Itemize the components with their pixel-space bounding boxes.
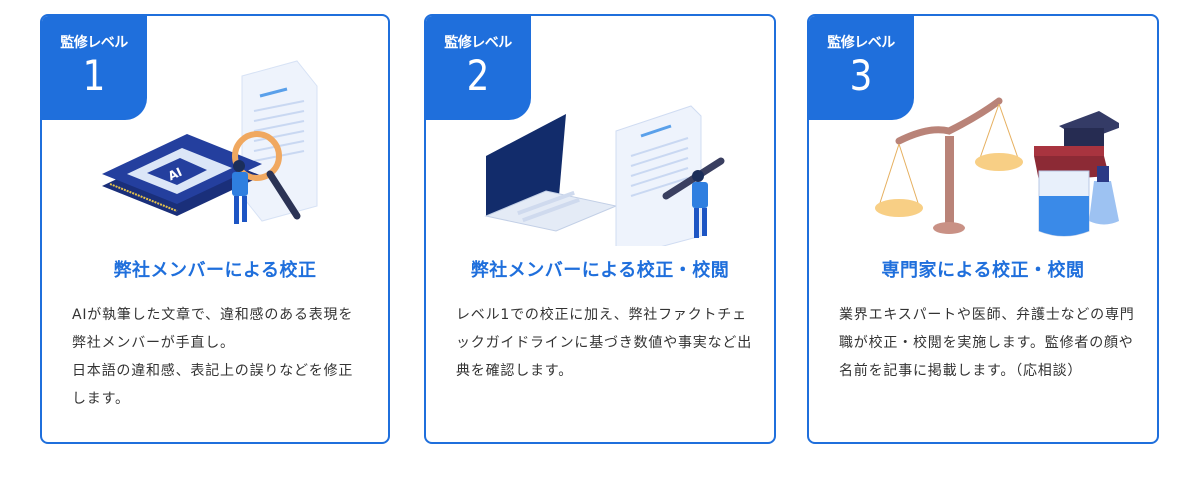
card-title: 専門家による校正・校閲 bbox=[881, 260, 1085, 281]
card-description: レベル1での校正に加え、弊社ファクトチェックガイドラインに基づき数値や事実など出… bbox=[456, 301, 752, 385]
card-title: 弊社メンバーによる校正・校閲 bbox=[470, 260, 730, 281]
description-line: 業界エキスパートや医師、弁護士などの専門職が校正・校閲を実施します。監修者の顔や… bbox=[839, 307, 1135, 379]
level-badge: 監修レベル 3 bbox=[809, 16, 914, 120]
description-line: AIが執筆した文章で、違和感のある表現を弊社メンバーが手直し。 bbox=[72, 307, 354, 351]
level-badge: 監修レベル 1 bbox=[42, 16, 147, 120]
card-title: 弊社メンバーによる校正 bbox=[113, 260, 317, 281]
svg-text:AI: AI bbox=[166, 165, 184, 184]
level-number: 1 bbox=[82, 51, 106, 100]
badge-label: 監修レベル bbox=[827, 35, 895, 51]
description-line: 日本語の違和感、表記上の誤りなどを修正します。 bbox=[72, 363, 354, 407]
level-badge: 監修レベル 2 bbox=[426, 16, 531, 120]
description-line: レベル1での校正に加え、弊社ファクトチェックガイドラインに基づき数値や事実など出… bbox=[456, 307, 752, 379]
level-card-2: 監修レベル 2 弊社メンバーによる校正・校閲 レベル1での校正に加え、弊社ファク… bbox=[424, 14, 776, 444]
laptop-document-illustration bbox=[484, 105, 725, 246]
badge-label: 監修レベル bbox=[60, 35, 128, 51]
ai-chip-magnifier-illustration: AI bbox=[102, 60, 318, 224]
level-number: 2 bbox=[466, 51, 490, 100]
level-card-1: 監修レベル 1 AI 弊社メンバーによる校正 AIが執筆した文章で、違和感のある… bbox=[40, 14, 390, 444]
card-description: 業界エキスパートや医師、弁護士などの専門職が校正・校閲を実施します。監修者の顔や… bbox=[839, 301, 1135, 385]
level-card-3: 監修レベル 3 専門家による校正・校閲 業界エキスパートや医師、弁護士などの専門… bbox=[807, 14, 1159, 444]
badge-label: 監修レベル bbox=[444, 35, 512, 51]
scales-cap-beaker-illustration bbox=[875, 97, 1119, 237]
card-description: AIが執筆した文章で、違和感のある表現を弊社メンバーが手直し。 日本語の違和感、… bbox=[72, 301, 366, 413]
level-number: 3 bbox=[849, 51, 873, 100]
